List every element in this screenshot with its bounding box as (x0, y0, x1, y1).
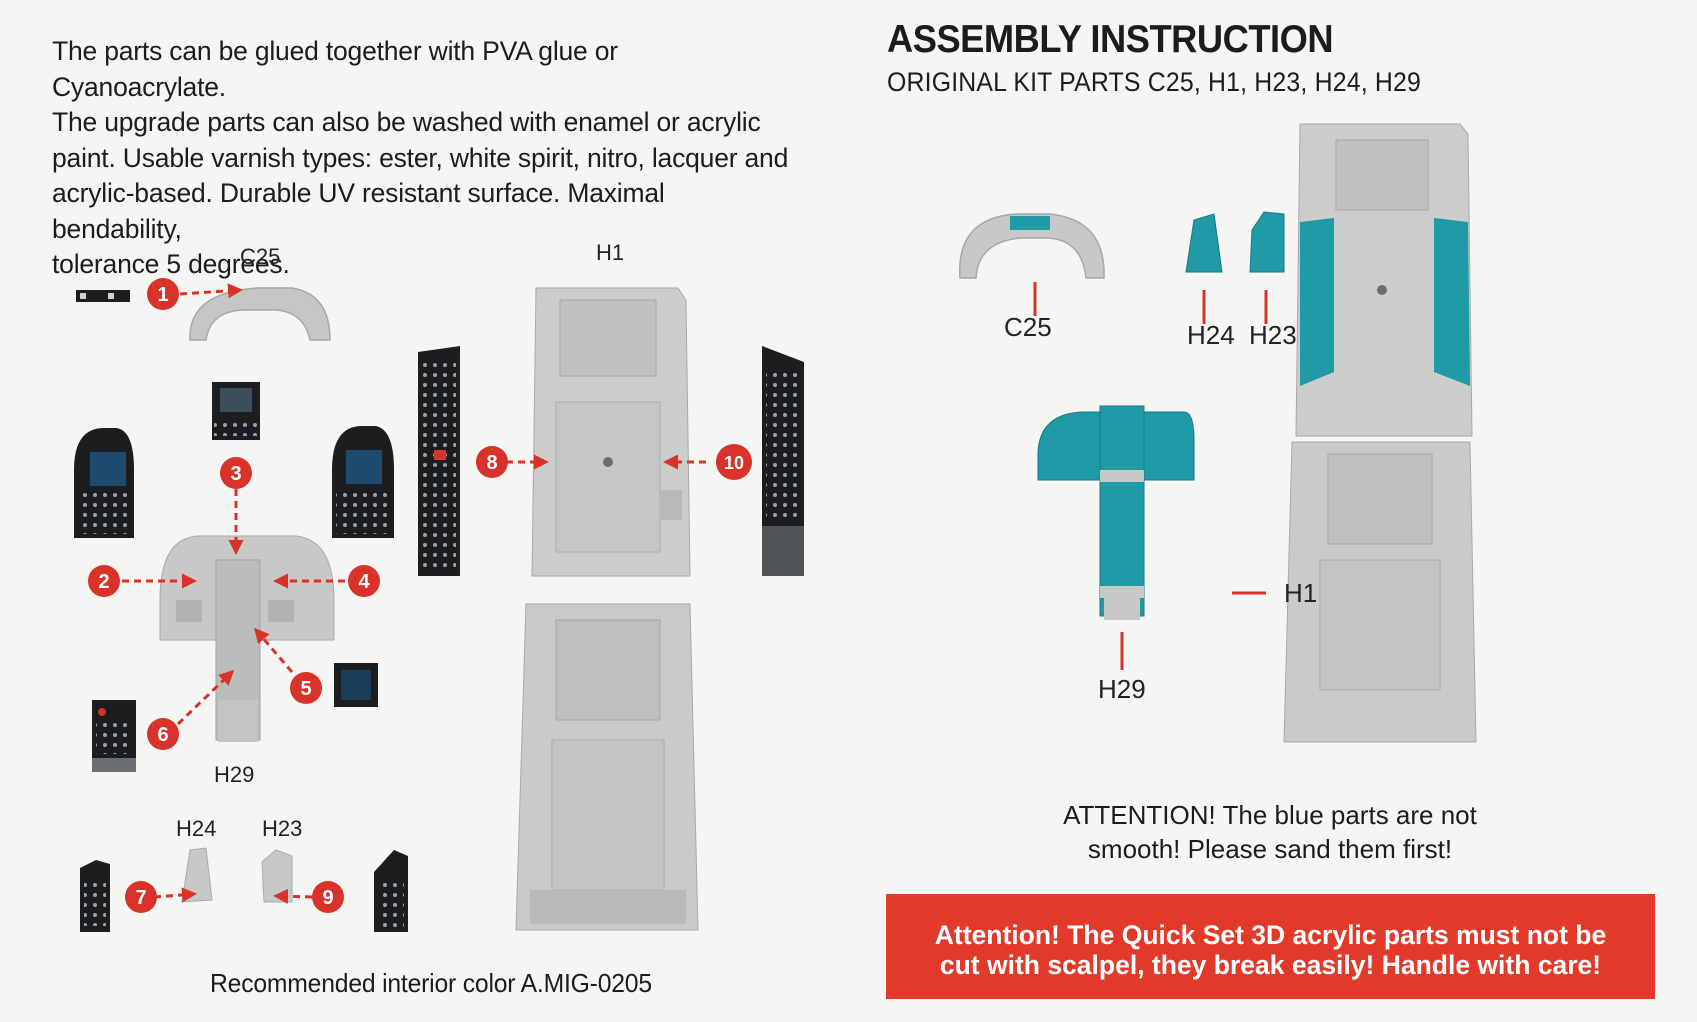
step-number: 1 (157, 284, 168, 306)
step-number: 5 (300, 678, 311, 700)
h1-part (1283, 123, 1477, 743)
intro-line: The parts can be glued together with PVA… (52, 36, 618, 102)
step-number: 8 (486, 452, 497, 474)
label-c25: C25 (240, 244, 281, 269)
label-h24: H24 (176, 816, 217, 841)
small-panel-part (76, 290, 130, 302)
warning-banner: Attention! The Quick Set 3D acrylic part… (886, 894, 1655, 999)
label-h1: H1 (1284, 578, 1318, 608)
step-number: 7 (135, 887, 146, 909)
step-8-marker (476, 446, 508, 478)
intro-line: acrylic-based. Durable UV resistant surf… (52, 178, 665, 244)
c25-part (959, 213, 1105, 279)
h23-part (1249, 211, 1285, 273)
step-10-marker (716, 444, 752, 480)
left-assembly-diagram: 1 2 3 4 5 6 7 8 9 10 (74, 278, 804, 932)
step-number: 4 (358, 571, 370, 593)
h23-side-part (261, 849, 293, 903)
assembly-title: ASSEMBLY INSTRUCTION (887, 18, 1334, 61)
label-h29: H29 (214, 762, 255, 787)
attention-note: ATTENTION! The blue parts are not smooth… (1030, 798, 1510, 866)
warning-line: Attention! The Quick Set 3D acrylic part… (934, 920, 1607, 950)
label-h29: H29 (1098, 674, 1146, 704)
step-1-marker (147, 278, 179, 310)
assembly-subtitle: ORIGINAL KIT PARTS C25, H1, H23, H24, H2… (887, 67, 1421, 97)
intro-line: The upgrade parts can also be washed wit… (52, 107, 761, 137)
step-number: 6 (157, 724, 168, 746)
step-markers (88, 278, 752, 913)
intro-line: tolerance 5 degrees. (52, 249, 290, 279)
label-h24: H24 (1187, 320, 1235, 350)
h24-side-part (181, 847, 213, 903)
step-number: 3 (230, 463, 241, 485)
attention-line: smooth! Please sand them first! (1087, 834, 1453, 864)
h24-part (1185, 213, 1223, 273)
attention-line: ATTENTION! The blue parts are not (1063, 800, 1477, 830)
step-9-marker (312, 881, 344, 913)
label-h23: H23 (1249, 320, 1297, 350)
warning-line: cut with scalpel, they break easily! Han… (939, 950, 1602, 980)
h29-part (1037, 405, 1195, 620)
step-4-marker (348, 565, 380, 597)
step-number: 2 (98, 571, 109, 593)
step-2-marker (88, 565, 120, 597)
h1-cockpit-tub-part (515, 287, 699, 931)
recommended-color: Recommended interior color A.MIG-0205 (210, 968, 652, 998)
right-assembly-diagram (959, 123, 1477, 743)
step-7-marker (125, 881, 157, 913)
step-3-marker (220, 457, 252, 489)
c25-coaming-part (189, 287, 331, 341)
label-c25: C25 (1004, 312, 1052, 342)
label-h1: H1 (596, 240, 625, 265)
step-number: 9 (322, 887, 333, 909)
step-number: 10 (724, 453, 744, 473)
step-5-marker (290, 672, 322, 704)
label-h23: H23 (262, 816, 303, 841)
step-arrows (122, 283, 706, 904)
step-6-marker (147, 718, 179, 750)
intro-line: paint. Usable varnish types: ester, whit… (52, 142, 789, 173)
intro-text: The parts can be glued together with PVA… (52, 34, 792, 283)
